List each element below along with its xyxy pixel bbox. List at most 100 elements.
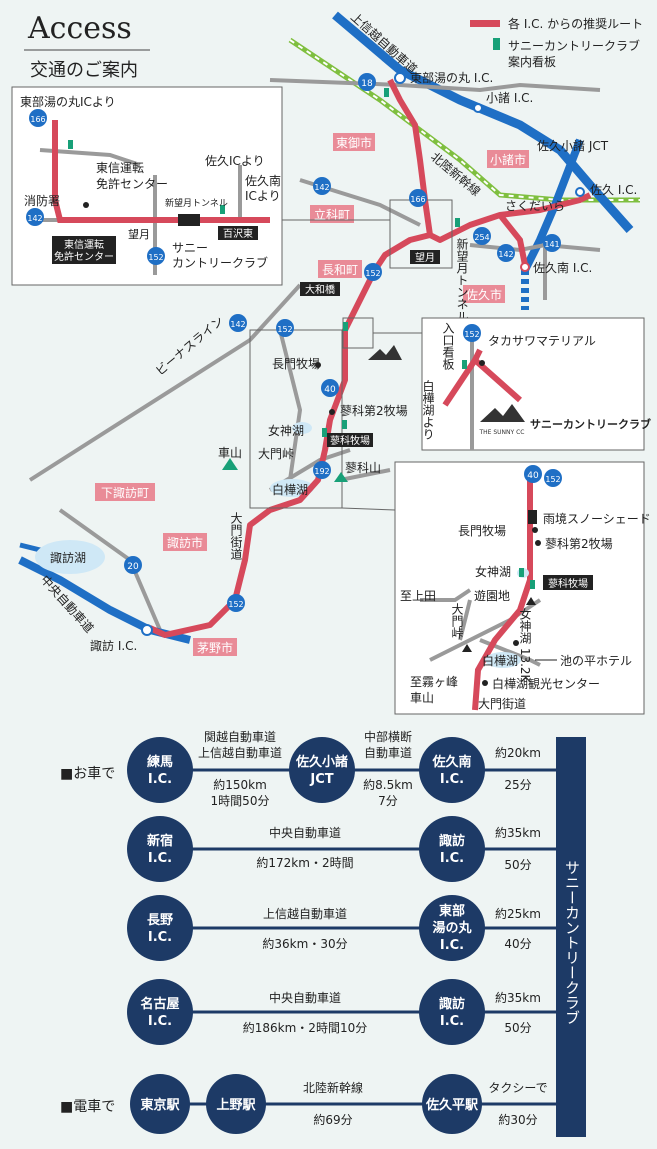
route-142-shield: 142 — [313, 177, 331, 195]
svg-text:ICより: ICより — [245, 189, 281, 203]
svg-text:新宿: 新宿 — [147, 833, 173, 849]
route-142c-shield: 142 — [229, 314, 247, 332]
svg-text:I.C.: I.C. — [440, 938, 464, 953]
svg-text:関越自動車道: 関越自動車道 — [204, 730, 276, 744]
inset-mr-shirakabako: 白樺湖より — [421, 379, 435, 440]
place-kurumayama: 車山 — [218, 446, 242, 460]
inset-tl-tunnel: 新望月トンネル — [165, 197, 228, 209]
inset-br-snowshade: 雨境スノーシェード — [543, 511, 651, 526]
svg-text:50分: 50分 — [504, 858, 531, 872]
route-142b-shield: 142 — [497, 244, 515, 262]
svg-text:254: 254 — [474, 233, 489, 242]
legend-sign-label-2: 案内看板 — [508, 54, 556, 69]
venus-line-label: ビーナスライン — [153, 314, 226, 379]
svg-text:192: 192 — [314, 467, 329, 476]
legend-sign-label: サニーカントリークラブ — [508, 38, 640, 53]
inset-tl-shobosho: 消防署 — [24, 193, 60, 208]
inset-shirakabako: 40 152 雨境スノーシェード 長門牧場 蓼科第2牧場 女神湖 蓼科牧場 至上… — [341, 461, 651, 715]
svg-text:タクシーで: タクシーで — [488, 1081, 547, 1095]
ic-tobuyunomaru: 東部湯の丸 I.C. — [410, 70, 493, 85]
svg-text:車山: 車山 — [410, 691, 434, 705]
legend-route-swatch — [470, 20, 500, 27]
svg-text:佐久平駅: 佐久平駅 — [425, 1097, 479, 1113]
inset-mr-club: サニーカントリークラブ — [530, 417, 651, 431]
inset-tl-hyakuzawa: 百沢東 — [223, 227, 253, 240]
svg-text:I.C.: I.C. — [148, 930, 172, 945]
svg-text:約20km: 約20km — [495, 745, 541, 760]
inset-tl-title: 東部湯の丸ICより — [20, 94, 116, 109]
place-suwako: 諏訪湖 — [50, 550, 86, 565]
city-komoro: 小諸市 — [490, 152, 526, 167]
route-254-shield: 254 — [473, 227, 491, 245]
place-shirakabako: 白樺湖 — [272, 482, 308, 497]
svg-text:152: 152 — [277, 325, 292, 334]
inset-tl-saku: 佐久ICより — [205, 154, 265, 168]
svg-text:152: 152 — [464, 330, 479, 339]
svg-text:カントリークラブ: カントリークラブ — [172, 255, 268, 270]
svg-text:1時間50分: 1時間50分 — [211, 794, 270, 808]
route-192-shield: 192 — [313, 461, 331, 479]
svg-text:I.C.: I.C. — [148, 772, 172, 787]
place-owadabashi: 大和橋 — [305, 283, 335, 296]
inset-tl-toshin: 東信運転 — [96, 161, 144, 175]
inset-br-shirakabako: 白樺湖 — [482, 653, 518, 668]
train-label: ■電車で — [60, 1098, 115, 1115]
svg-text:I.C.: I.C. — [440, 1014, 464, 1029]
svg-text:JCT: JCT — [309, 772, 333, 787]
city-tomi: 東御市 — [336, 135, 372, 150]
svg-text:142: 142 — [27, 214, 42, 223]
place-mochizuki: 望月 — [415, 251, 435, 264]
svg-text:中央自動車道: 中央自動車道 — [269, 990, 341, 1005]
inset-br-kirigamine: 至霧ヶ峰 — [410, 675, 458, 689]
place-daimonkaido: 大門街道 — [229, 512, 243, 560]
svg-text:免許センター: 免許センター — [54, 250, 114, 263]
inset-mr-iriguchi: 入口看板 — [441, 322, 455, 371]
joshinetsu-label: 上信越自動車道 — [348, 10, 420, 77]
svg-text:東京駅: 東京駅 — [140, 1097, 180, 1113]
svg-text:約150km: 約150km — [213, 777, 267, 792]
svg-text:東部: 東部 — [439, 903, 465, 919]
inset-tl-mochizuki: 望月 — [128, 228, 150, 241]
svg-text:約30分: 約30分 — [498, 1112, 537, 1127]
svg-text:中央自動車道: 中央自動車道 — [269, 825, 341, 840]
inset-br-nagato: 長門牧場 — [458, 524, 506, 538]
inset-br-tateshinabokujo: 蓼科牧場 — [548, 577, 588, 590]
inset-mr-takasawa: タカサワマテリアル — [488, 334, 596, 348]
ic-saku: 佐久 I.C. — [590, 183, 637, 197]
route-152c-shield: 152 — [227, 594, 245, 612]
inset-br-daimontoge: 大門峠 — [450, 603, 464, 639]
suwa-lake — [35, 540, 105, 574]
legend-sign-swatch — [493, 38, 500, 50]
svg-text:中部横断: 中部横断 — [364, 729, 412, 744]
city-shimosuwa: 下諏訪町 — [101, 485, 149, 500]
route-20-shield: 20 — [124, 556, 142, 574]
place-tateshinabokujo: 蓼科牧場 — [330, 434, 370, 447]
inset-br-tateshina2: 蓼科第2牧場 — [545, 537, 613, 551]
svg-text:166: 166 — [30, 115, 45, 124]
ic-sakuminami: 佐久南 I.C. — [533, 260, 592, 275]
svg-text:練馬: 練馬 — [147, 754, 173, 770]
inset-br-daimonkaido: 大門街道 — [478, 697, 526, 711]
svg-text:約172km・2時間: 約172km・2時間 — [256, 855, 353, 870]
svg-text:20: 20 — [127, 562, 139, 572]
city-tateshina: 立科町 — [314, 207, 350, 222]
svg-text:上野駅: 上野駅 — [216, 1098, 256, 1113]
svg-text:40: 40 — [324, 385, 336, 395]
inset-tl-box: 東信運転 — [64, 238, 104, 251]
svg-text:湯の丸: 湯の丸 — [432, 920, 472, 936]
city-chino: 茅野市 — [197, 640, 233, 655]
inset-br-yuenchi: 遊園地 — [474, 588, 510, 603]
svg-text:18: 18 — [361, 79, 373, 89]
place-daimontoge: 大門峠 — [258, 446, 294, 461]
svg-text:約35km: 約35km — [495, 825, 541, 840]
route-18-shield: 18 — [358, 73, 376, 91]
svg-text:166: 166 — [410, 195, 425, 204]
destination-bar — [556, 737, 586, 1137]
svg-text:THE SUNNY CC: THE SUNNY CC — [478, 429, 524, 436]
chubu-odan-expressway — [521, 138, 584, 272]
destination-label: サニーカントリークラブ — [563, 860, 581, 1025]
svg-text:7分: 7分 — [378, 794, 398, 808]
route-152-shield: 152 — [364, 263, 382, 281]
inset-br-megami132: 女神湖 13.2K — [518, 607, 532, 684]
chuo-expressway — [18, 556, 191, 644]
